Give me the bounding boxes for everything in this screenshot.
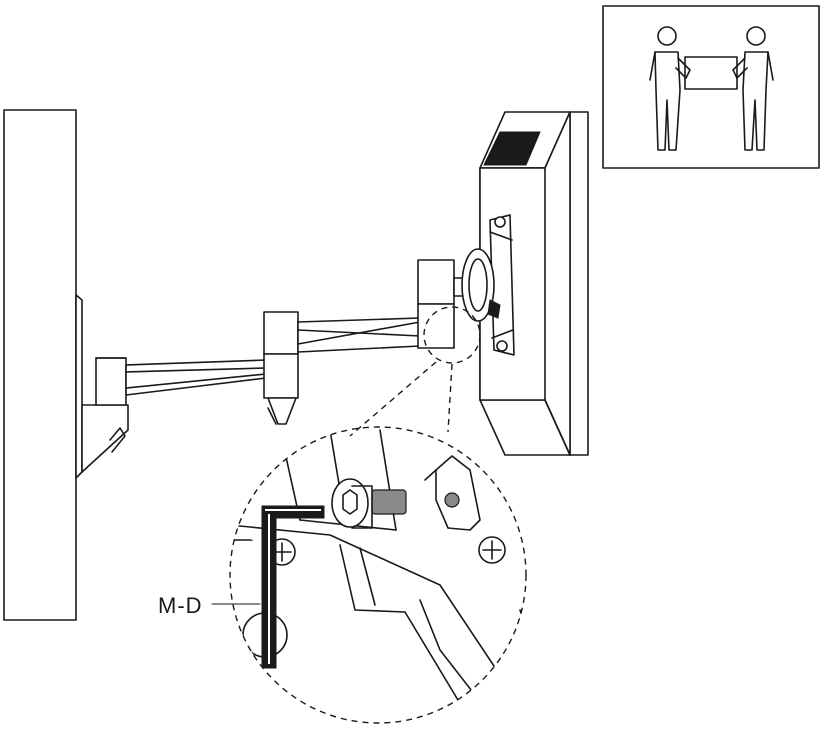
wall-plate bbox=[75, 294, 129, 479]
vesa-bracket bbox=[461, 214, 515, 356]
callout-label: M-D bbox=[158, 593, 203, 618]
monitor bbox=[479, 111, 589, 456]
detail-marker bbox=[423, 306, 481, 364]
leader-line-right bbox=[447, 363, 453, 433]
callout-label-group: M-D bbox=[158, 593, 261, 618]
arm-segment-1 bbox=[95, 357, 267, 406]
detail-callout bbox=[229, 426, 527, 724]
head-joint bbox=[417, 259, 467, 349]
two-person-lift-icon bbox=[602, 5, 820, 169]
leader-line-left bbox=[349, 361, 437, 437]
elbow-joint bbox=[263, 311, 299, 425]
arm-segment-2 bbox=[297, 317, 421, 353]
wall bbox=[3, 109, 77, 621]
